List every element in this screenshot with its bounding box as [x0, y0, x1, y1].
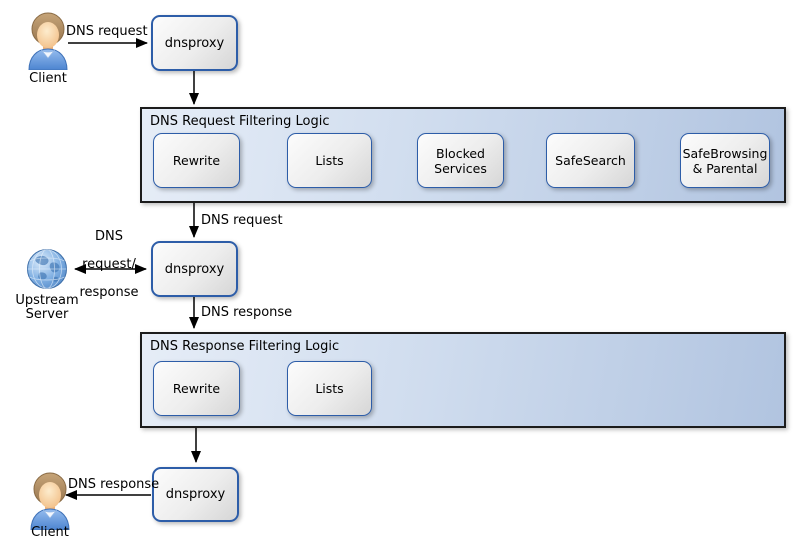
step-lists-request: Lists [287, 133, 372, 188]
edge-label-dns-response-mid: DNS response [201, 305, 293, 320]
step-rewrite-request: Rewrite [153, 133, 240, 188]
client-label: Client [29, 71, 67, 86]
client-label-bottom: Client [31, 525, 69, 540]
client-person-icon [26, 12, 70, 70]
step-safebrowsing-parental: SafeBrowsing & Parental [680, 133, 770, 188]
response-pipeline-container: DNS Response Filtering Logic [140, 332, 786, 428]
edge-label-upstream-exchange: DNS request/ response [79, 229, 139, 300]
edge-label-dns-request-mid: DNS request [201, 213, 283, 228]
step-blocked-services: Blocked Services [417, 133, 504, 188]
upstream-server-label: Upstream Server [15, 293, 79, 322]
step-safesearch: SafeSearch [546, 133, 635, 188]
response-pipeline-title: DNS Response Filtering Logic [150, 339, 340, 354]
step-rewrite-response: Rewrite [153, 361, 240, 416]
request-pipeline-title: DNS Request Filtering Logic [150, 114, 330, 129]
dnsproxy3-node: dnsproxy [152, 467, 239, 522]
dnsproxy1-node: dnsproxy [151, 15, 238, 71]
upstream-server-globe-icon [26, 248, 68, 290]
client-person-icon-bottom [28, 472, 72, 530]
edge-label-dns-response-bottom: DNS response [68, 477, 160, 492]
edge-label-dns-request-top: DNS request [66, 24, 148, 39]
step-lists-response: Lists [287, 361, 372, 416]
dnsproxy2-node: dnsproxy [151, 241, 238, 297]
